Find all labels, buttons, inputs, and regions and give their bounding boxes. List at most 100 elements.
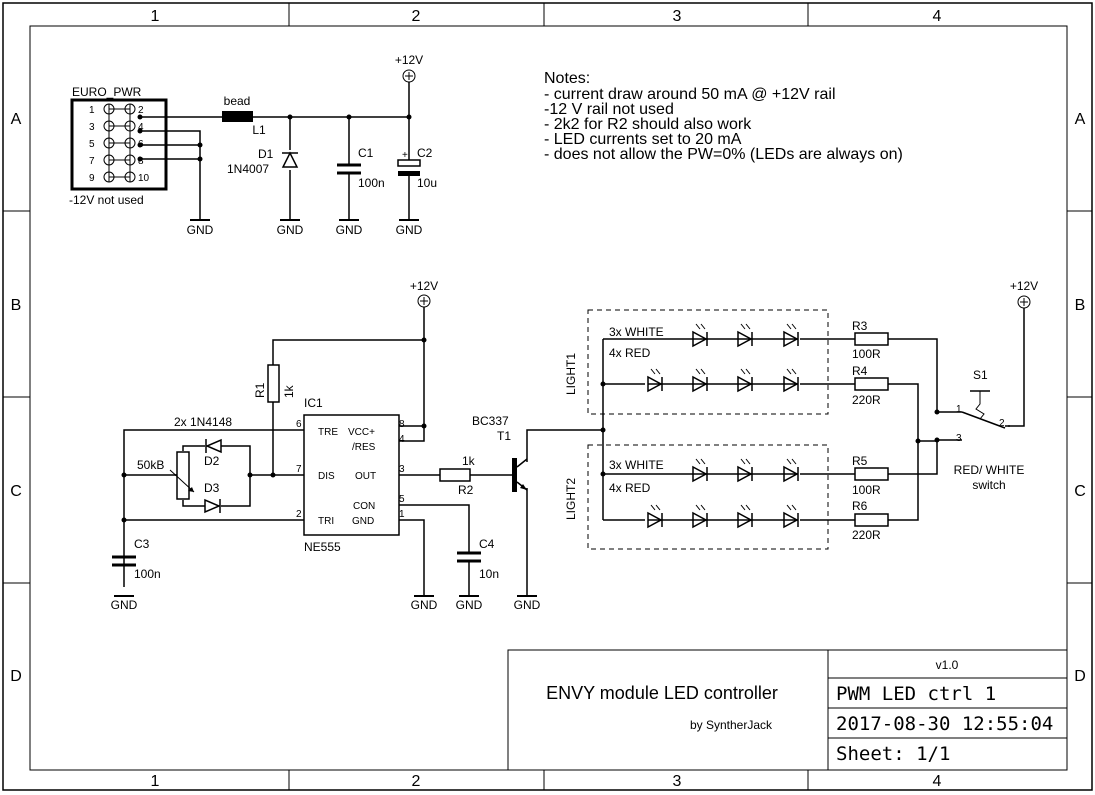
s1-label-1: RED/ WHITE (954, 463, 1025, 477)
ic1-pin-con: CON (353, 501, 375, 512)
ic1-pin-tri: TRI (318, 516, 334, 527)
pin-5: 5 (89, 139, 95, 150)
ic1-pin-dis: DIS (318, 471, 335, 482)
power-symbol-12v-top: +12V (395, 53, 423, 83)
r6-ref: R6 (852, 499, 868, 513)
gnd-label-2: GND (277, 223, 304, 237)
row-label-b: B (11, 297, 22, 314)
schematic-version: v1.0 (936, 658, 959, 672)
resistor-r1: R1 1k (253, 364, 296, 403)
capacitor-c2: + C2 10u (397, 146, 437, 190)
t1-ref: T1 (497, 429, 511, 443)
ferrite-bead-l1: bead L1 (222, 94, 266, 137)
light2-name: LIGHT2 (564, 478, 578, 520)
gnd-label-t1: GND (514, 598, 541, 612)
notes-line-4: - LED currents set to 20 mA (544, 131, 742, 148)
light1-name: LIGHT1 (564, 353, 578, 395)
light1-white-leds (692, 323, 799, 348)
light-wires (602, 308, 1025, 521)
col-label-4-bottom: 4 (933, 773, 942, 790)
diode-d1: D1 1N4007 (227, 147, 299, 176)
light-junctions (600, 381, 940, 477)
d3-ref: D3 (204, 481, 220, 495)
bead-label: bead (224, 94, 251, 108)
pot-value: 50kB (137, 458, 164, 472)
gnd-label-c3: GND (111, 598, 138, 612)
gnd-label-ic: GND (411, 598, 438, 612)
transistor-t1: BC337 T1 (472, 414, 528, 492)
col-label-1: 1 (151, 8, 160, 25)
col-label-1-bottom: 1 (151, 773, 160, 790)
ic1-pin-num-1: 1 (399, 509, 405, 520)
timer-wires (123, 307, 603, 597)
c4-ref: C4 (479, 537, 495, 551)
pin-9: 9 (89, 173, 95, 184)
col-label-3: 3 (673, 8, 682, 25)
light2-red: 4x RED (609, 481, 651, 495)
pin-3: 3 (89, 122, 95, 133)
r5-ref: R5 (852, 454, 868, 468)
schematic-date: 2017-08-30 12:55:04 (836, 713, 1053, 735)
c2-ref: C2 (417, 146, 433, 160)
rail-label-lights: +12V (1010, 279, 1038, 293)
row-label-d-right: D (1074, 668, 1086, 685)
rail-label-timer: +12V (410, 279, 438, 293)
ic1-part: NE555 (304, 540, 341, 554)
r1-value: 1k (282, 384, 296, 398)
ic1-pin-num-6: 6 (296, 419, 302, 430)
notes-line-5: - does not allow the PW=0% (LEDs are alw… (544, 146, 903, 163)
c1-value: 100n (358, 176, 385, 190)
light2-group: LIGHT2 3x WHITE 4x RED (564, 444, 829, 550)
notes-line-1: - current draw around 50 mA @ +12V rail (544, 86, 836, 103)
ic1-pin-num-8: 8 (399, 419, 405, 430)
ic1-pin-out: OUT (355, 471, 376, 482)
pin-2: 2 (138, 105, 144, 116)
capacitor-c3: C3 100n (112, 537, 161, 581)
power-symbol-12v-lights: +12V (1010, 279, 1038, 309)
r6-value: 220R (852, 528, 881, 542)
s1-pin3: 3 (956, 433, 962, 444)
s1-label-2: switch (972, 478, 1005, 492)
schematic-name: PWM LED ctrl 1 (836, 683, 996, 705)
r1-ref: R1 (253, 382, 267, 398)
r4-value: 220R (852, 393, 881, 407)
light2-white-leds (692, 458, 799, 483)
resistor-r2: 1k R2 (439, 454, 476, 497)
ic1-pin-num-2: 2 (296, 509, 302, 520)
d1-value: 1N4007 (227, 162, 269, 176)
light1-white: 3x WHITE (609, 325, 664, 339)
power-connector: EURO_PWR 1 3 5 7 9 2 4 6 8 10 -12V not u… (69, 85, 168, 207)
gnd-label-4: GND (396, 223, 423, 237)
diode-d2: D2 (204, 438, 222, 468)
r3-ref: R3 (852, 319, 868, 333)
frame-row-labels: A B C D A B C D (10, 111, 1086, 685)
row-label-a-right: A (1075, 111, 1086, 128)
schematic-sheet: Sheet: 1/1 (836, 743, 950, 765)
ic1-pin-gnd: GND (352, 516, 374, 527)
capacitor-c4: C4 10n (457, 537, 499, 581)
gnd-label-c4: GND (456, 598, 483, 612)
r2-ref: R2 (458, 483, 474, 497)
power-wires (140, 82, 410, 220)
c2-polarity: + (402, 150, 408, 161)
ic1-pin-num-3: 3 (399, 464, 405, 475)
d2-ref: D2 (204, 454, 220, 468)
pin-4: 4 (138, 122, 144, 133)
power-junctions (137, 114, 412, 162)
c2-value: 10u (417, 176, 437, 190)
ic1-ref: IC1 (304, 396, 323, 410)
row-label-b-right: B (1075, 297, 1086, 314)
ic1-pin-res: /RES (352, 442, 376, 453)
timer-junctions (121, 337, 427, 523)
notes-line-2: -12 V rail not used (544, 101, 674, 118)
notes-title: Notes: (544, 70, 590, 87)
diodes-label: 2x 1N4148 (174, 415, 232, 429)
diode-d3: D3 (204, 481, 221, 514)
schematic-title: ENVY module LED controller (546, 683, 778, 703)
notes-block: Notes: - current draw around 50 mA @ +12… (544, 70, 903, 163)
light1-group: LIGHT1 3x WHITE 4x RED (564, 309, 829, 415)
connector-name: EURO_PWR (72, 85, 142, 99)
light1-red-leds (647, 368, 799, 393)
capacitor-c1: C1 100n (337, 146, 385, 190)
